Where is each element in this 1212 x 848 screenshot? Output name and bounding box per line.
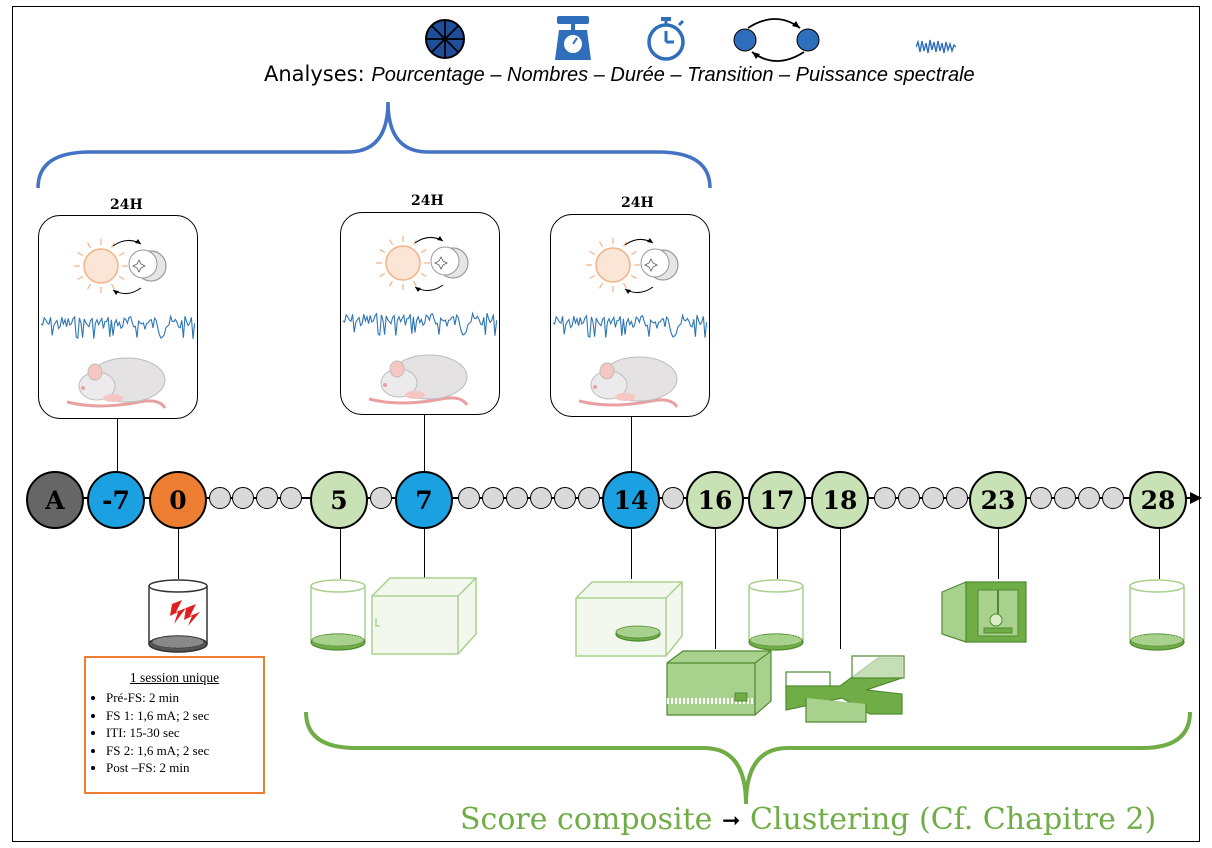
timeline-day-dot [578, 487, 600, 509]
sleep-recording-panel [550, 214, 710, 417]
connector-line [178, 529, 179, 579]
cycle-arrows-icon [624, 238, 654, 294]
percentage-pie-icon [425, 19, 465, 59]
cycle-arrows-icon [112, 239, 142, 295]
connector-line [777, 529, 778, 579]
timeline-day-node: 5 [310, 471, 368, 529]
eeg-trace [342, 311, 498, 337]
sleep-recording-panel [340, 212, 500, 415]
analyses-items: Pourcentage – Nombres – Durée – Transiti… [371, 64, 975, 86]
recording-duration-label: 24H [110, 197, 143, 213]
session-title: 1 session unique [129, 670, 220, 685]
timeline-day-dot [898, 487, 920, 509]
timeline-day-dot [280, 487, 302, 509]
plus-maze-icon [785, 655, 905, 723]
timeline-day-node: 28 [1129, 471, 1187, 529]
timeline-day-dot [946, 487, 968, 509]
score-composite-label: Score composite [460, 802, 713, 837]
timeline-day-node: 17 [748, 471, 806, 529]
session-step: FS 2: 1,6 mA; 2 sec [106, 742, 263, 760]
clustering-label: Clustering (Cf. Chapitre 2) [749, 802, 1157, 837]
timeline-day-dot [530, 487, 552, 509]
connector-line [424, 529, 425, 579]
timeline-day-dot [370, 487, 392, 509]
connector-line [340, 529, 341, 579]
timeline-day-node: 0 [149, 471, 207, 529]
connector-line [998, 529, 999, 579]
footshock-chamber-icon [148, 579, 208, 653]
connector-line [117, 419, 118, 471]
open-field-platform-icon [575, 581, 683, 657]
analyses-label: Analyses: [264, 62, 365, 86]
analyses-caption: Analyses: Pourcentage – Nombres – Durée … [264, 62, 975, 87]
session-step: Pré-FS: 2 min [106, 689, 263, 707]
stopwatch-icon [647, 17, 685, 61]
cycle-arrows-icon [414, 236, 444, 292]
recording-duration-label: 24H [621, 195, 654, 211]
session-step: ITI: 15-30 sec [106, 724, 263, 742]
timeline-day-dot [1102, 487, 1124, 509]
timeline-day-node: 23 [969, 471, 1027, 529]
recording-duration-label: 24H [411, 193, 444, 209]
timeline-day-dot [1078, 487, 1100, 509]
timeline-day-dot [209, 487, 231, 509]
timeline-day-dot [256, 487, 278, 509]
timeline-day-node: 18 [811, 471, 869, 529]
timeline-day-node: 7 [395, 471, 453, 529]
timeline-day-dot [554, 487, 576, 509]
cylinder-apparatus-icon [748, 579, 804, 651]
session-step: FS 1: 1,6 mA; 2 sec [106, 707, 263, 725]
connector-line [1159, 529, 1160, 579]
session-step: Post –FS: 2 min [106, 759, 263, 777]
timeline-day-dot [232, 487, 254, 509]
tests-brace [304, 711, 1192, 805]
timeline-start-node: A [26, 471, 84, 529]
timeline-day-node: 16 [686, 471, 744, 529]
connector-line [631, 529, 632, 579]
timeline-day-dot [874, 487, 896, 509]
conditioning-box-icon [666, 650, 772, 716]
sun-icon [376, 236, 430, 290]
timeline-day-dot [922, 487, 944, 509]
scale-icon [555, 16, 591, 60]
cylinder-apparatus-icon [310, 579, 366, 651]
eeg-trace [40, 314, 196, 340]
score-clustering-caption: Score composite ➞ Clustering (Cf. Chapit… [460, 802, 1156, 837]
transition-cycle-icon [733, 18, 820, 62]
timeline-day-dot [506, 487, 528, 509]
eeg-trace [552, 313, 708, 339]
timeline-day-dot [458, 487, 480, 509]
connector-line [840, 529, 841, 649]
moon-icon [128, 249, 167, 282]
spectral-wave-icon [916, 39, 956, 54]
analyses-brace [36, 101, 712, 189]
connector-line [715, 529, 716, 649]
timeline-day-dot [482, 487, 504, 509]
footshock-session-box: 1 session unique Pré-FS: 2 min FS 1: 1,6… [84, 656, 265, 794]
timeline-day-dot [1030, 487, 1052, 509]
sun-icon [586, 238, 640, 292]
sleep-recording-panel [38, 215, 198, 419]
figure-frame [12, 6, 1200, 842]
sleeping-mouse-icon [368, 354, 469, 406]
timeline-day-node: -7 [87, 471, 145, 529]
sleeping-mouse-icon [66, 357, 167, 409]
connector-line [424, 415, 425, 471]
open-field-box-icon [371, 577, 477, 655]
operant-chamber-icon [941, 581, 1027, 643]
timeline-day-node: 14 [602, 471, 660, 529]
timeline-day-dot [1054, 487, 1076, 509]
arrow-right-icon: ➞ [721, 808, 741, 834]
connector-line [631, 417, 632, 471]
timeline-day-dot [662, 487, 684, 509]
sun-icon [74, 239, 128, 293]
cylinder-apparatus-icon [1129, 579, 1185, 651]
moon-icon [430, 246, 469, 279]
sleeping-mouse-icon [578, 356, 679, 408]
